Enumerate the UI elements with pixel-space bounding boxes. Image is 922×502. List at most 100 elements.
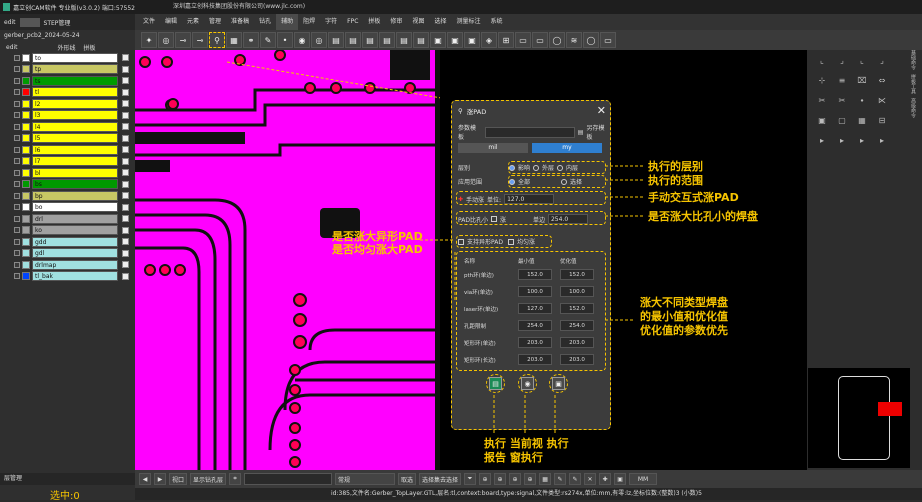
pad-ratio-checkbox[interactable] [490,216,497,222]
box-tool-icon[interactable]: ▣ [818,116,826,125]
box3-tool-icon[interactable]: ▦ [858,116,866,125]
layer-panel-checkbox[interactable] [122,215,129,223]
layer-panel-checkbox[interactable] [122,100,129,108]
ring2-tool-icon[interactable]: ◎ [311,32,327,48]
row-min-input[interactable]: 100.0 [518,286,552,297]
row-min-input[interactable]: 203.0 [518,354,552,365]
row-opt-input[interactable]: 100.0 [560,286,594,297]
layer-panel-checkbox[interactable] [122,192,129,200]
unit-select[interactable]: MM [629,473,658,485]
link-tool-icon[interactable]: ⚭ [243,32,259,48]
stack-tool-icon[interactable]: ≋ [566,32,582,48]
layer-panel-checkbox[interactable] [122,134,129,142]
layer-row[interactable]: drl [0,213,135,225]
layer-name[interactable]: bp [32,190,118,201]
ring-tool-icon[interactable]: ◉ [294,32,310,48]
table3-tool-icon[interactable]: ▤ [362,32,378,48]
target-tool-icon[interactable]: ◎ [158,32,174,48]
menu-item-7[interactable]: 阻焊 [303,18,316,25]
plus-icon[interactable]: ✚ [599,473,612,485]
menu-item-14[interactable]: 测量标注 [456,18,481,25]
layer-visibility-checkbox[interactable] [14,238,20,245]
layer-panel-checkbox[interactable] [122,226,129,234]
corner-tool-icon[interactable]: ⌞ [820,56,824,65]
layer-row[interactable]: bs [0,179,135,191]
layer-panel-checkbox[interactable] [122,54,129,62]
play-tool-icon[interactable]: ▸ [819,136,824,145]
layer-name[interactable]: tl_bak [32,271,118,282]
layer-panel-checkbox[interactable] [122,157,129,165]
layer-name[interactable]: tp [32,64,118,75]
vertex-tool-icon[interactable]: ⊹ [818,76,826,85]
trash-tool-icon[interactable]: ⌧ [857,76,867,85]
layer-name[interactable]: l7 [32,156,118,167]
mode-select[interactable]: 常规 [335,473,396,485]
view-execute-button[interactable]: ◉ [521,377,534,390]
layer-name[interactable]: drlmap [32,259,118,270]
minimap[interactable] [808,368,910,468]
bars-tool-icon[interactable]: ≡ [838,76,846,85]
menu-item-12[interactable]: 视图 [412,18,425,25]
range-radio-all[interactable] [509,178,515,185]
layer-name[interactable]: ko [32,225,118,236]
layer-panel-checkbox[interactable] [122,203,129,211]
show-drill-button[interactable]: 显示钻孔层 [190,473,227,485]
layer-visibility-checkbox[interactable] [14,77,20,84]
layer-color-swatch[interactable] [22,53,30,62]
header-panel[interactable]: 拼板 [83,44,96,52]
layer-row[interactable]: tl [0,87,135,99]
menu-item-15[interactable]: 系统 [490,18,503,25]
corner3-tool-icon[interactable]: ⌞ [860,56,864,65]
table5-tool-icon[interactable]: ▤ [396,32,412,48]
expand-pad-tool-icon[interactable]: ⚲ [209,32,225,48]
rect2-tool-icon[interactable]: ▭ [532,32,548,48]
zoom4-icon[interactable]: ⊕ [524,473,537,485]
grid-tool-icon[interactable]: ▦ [226,32,242,48]
layer-color-swatch[interactable] [22,88,30,97]
layer-color-swatch[interactable] [22,214,30,223]
menu-item-10[interactable]: 拼板 [368,18,381,25]
irregular-checkbox[interactable] [458,238,464,245]
zoom-icon[interactable]: ⊕ [479,473,492,485]
cut-tool-icon[interactable]: ✂ [818,96,826,105]
row-opt-input[interactable]: 152.0 [560,269,594,280]
next-icon[interactable]: ▶ [154,473,166,485]
probe-tool-icon[interactable]: ⊸ [175,32,191,48]
layer-visibility-checkbox[interactable] [14,54,20,61]
layer-row[interactable]: l7 [0,156,135,168]
layer-name[interactable]: ts [32,75,118,86]
header-outline[interactable]: 外形线 [57,44,76,52]
pad-ratio-input[interactable]: 254.0 [547,214,588,224]
zoom3-icon[interactable]: ⊕ [509,473,522,485]
layer-row[interactable]: to [0,52,135,64]
layer-row[interactable]: l5 [0,133,135,145]
layer-color-swatch[interactable] [22,168,30,177]
circle2-tool-icon[interactable]: ◯ [583,32,599,48]
probe2-tool-icon[interactable]: ⊸ [192,32,208,48]
play3-tool-icon[interactable]: ▸ [859,136,864,145]
layer-color-swatch[interactable] [22,260,30,269]
layer-visibility-checkbox[interactable] [14,158,20,165]
table-tool-icon[interactable]: ▤ [328,32,344,48]
layer-visibility-checkbox[interactable] [14,112,20,119]
unit-mil-button[interactable]: mil [458,143,528,153]
layer-visibility-checkbox[interactable] [14,273,20,280]
layer-visibility-checkbox[interactable] [14,192,20,199]
layer-row[interactable]: gdl [0,248,135,260]
brush-tool-icon[interactable]: ✎ [260,32,276,48]
dot-tool-icon[interactable]: ∙ [859,96,865,105]
menu-item-2[interactable]: 元素 [187,18,200,25]
layer-color-swatch[interactable] [22,237,30,246]
circle-tool-icon[interactable]: ◯ [549,32,565,48]
row-opt-input[interactable]: 152.0 [560,303,594,314]
layer-color-swatch[interactable] [22,180,30,189]
side-tab-2[interactable]: 高级命令 [910,98,916,118]
layer-color-swatch[interactable] [22,191,30,200]
layer-visibility-checkbox[interactable] [14,135,20,142]
template-select[interactable] [484,126,575,138]
layer-name[interactable]: l4 [32,121,118,132]
square-icon[interactable]: ▣ [614,473,627,485]
layer-panel-checkbox[interactable] [122,123,129,131]
save-template-button[interactable]: 另存模板 [586,125,605,141]
menu-item-6[interactable]: 辅助 [276,14,299,30]
